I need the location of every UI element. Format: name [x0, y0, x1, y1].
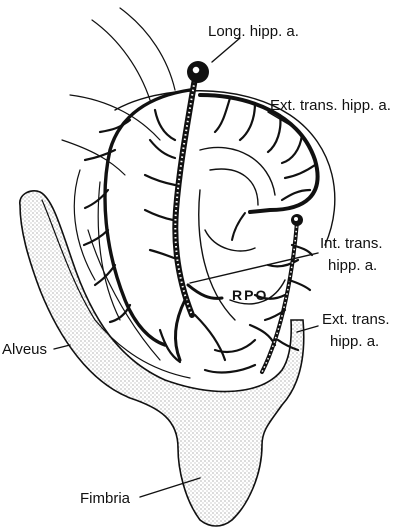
- label-int-trans-line2: hipp. a.: [328, 257, 377, 274]
- label-long-hipp-a: Long. hipp. a.: [208, 23, 299, 40]
- label-ext-trans-hipp-a-upper: Ext. trans. hipp. a.: [270, 97, 391, 114]
- label-ext-trans-line1: Ext. trans.: [322, 311, 390, 328]
- alveus-fimbria-sheet: [20, 191, 304, 526]
- label-ext-trans-line2: hipp. a.: [330, 333, 379, 350]
- longitudinal-artery: [175, 72, 196, 315]
- label-fimbria: Fimbria: [80, 490, 131, 507]
- label-int-trans-line1: Int. trans.: [320, 235, 383, 252]
- label-rpo: RPO: [232, 287, 268, 303]
- label-alveus: Alveus: [2, 341, 47, 358]
- ext-trans-hipp-artery-lower: [262, 214, 312, 372]
